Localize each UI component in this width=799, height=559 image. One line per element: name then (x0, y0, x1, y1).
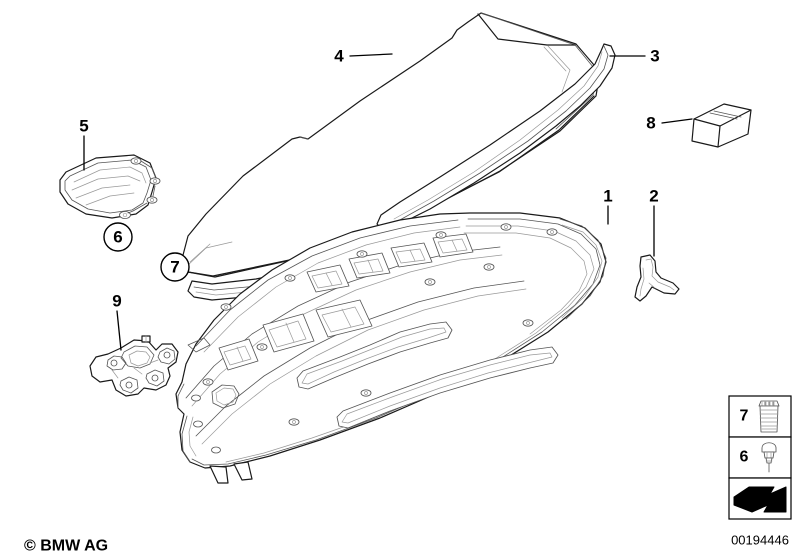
legend-row-6-number: 6 (740, 449, 749, 466)
leader-4 (349, 53, 393, 57)
callout-8-label: 8 (646, 114, 655, 133)
callout-1[interactable]: 1 (603, 187, 612, 206)
callout-4-label: 4 (334, 47, 344, 66)
long-curved-slot (296, 321, 453, 390)
callout-7-label: 7 (170, 258, 179, 277)
legend-row-7-number: 7 (740, 408, 749, 425)
long-slot-lower (336, 346, 559, 429)
callout-5-label: 5 (79, 117, 88, 136)
callout-9-label: 9 (112, 292, 121, 311)
expanding-rivet-icon (758, 400, 780, 433)
callout-1-label: 1 (603, 187, 612, 206)
legend-panel: 7 6 (728, 395, 792, 520)
callout-leaders (83, 53, 693, 351)
arrow-chevron-icon (733, 486, 787, 513)
callout-2-label: 2 (649, 187, 658, 206)
callout-6-circled[interactable]: 6 (103, 222, 133, 252)
callout-3[interactable]: 3 (650, 47, 659, 66)
copyright-label: © BMW AG (24, 538, 108, 555)
callout-7-circle (160, 252, 190, 282)
part-2-curved-clip (634, 254, 680, 302)
callout-2[interactable]: 2 (649, 187, 658, 206)
fastener-hole-group (191, 223, 558, 454)
callout-4[interactable]: 4 (334, 47, 344, 66)
callout-3-label: 3 (650, 47, 659, 66)
part-1-right-end-cap (559, 218, 607, 320)
part-detail-sliver (187, 337, 211, 353)
part-5-trim-cover (59, 154, 161, 219)
push-pin-clip-icon (761, 442, 777, 473)
part-1-structural-shelf-panel (175, 212, 607, 484)
leader-9 (116, 310, 122, 351)
callout-6-circle (103, 222, 133, 252)
callout-5[interactable]: 5 (79, 117, 88, 136)
stamped-slot-group-upper (306, 233, 474, 293)
stamped-slot-group-mid (218, 299, 373, 371)
legend-row-6 (728, 436, 792, 479)
part-number-label: 00194446 (731, 533, 789, 548)
part-8-block-pad (691, 103, 752, 148)
callout-7-circled[interactable]: 7 (160, 252, 190, 282)
callout-6-label: 6 (113, 228, 122, 247)
callout-9[interactable]: 9 (112, 292, 121, 311)
leader-8 (661, 118, 693, 124)
callout-8[interactable]: 8 (646, 114, 655, 133)
part-9-bracket-mount (89, 335, 179, 397)
